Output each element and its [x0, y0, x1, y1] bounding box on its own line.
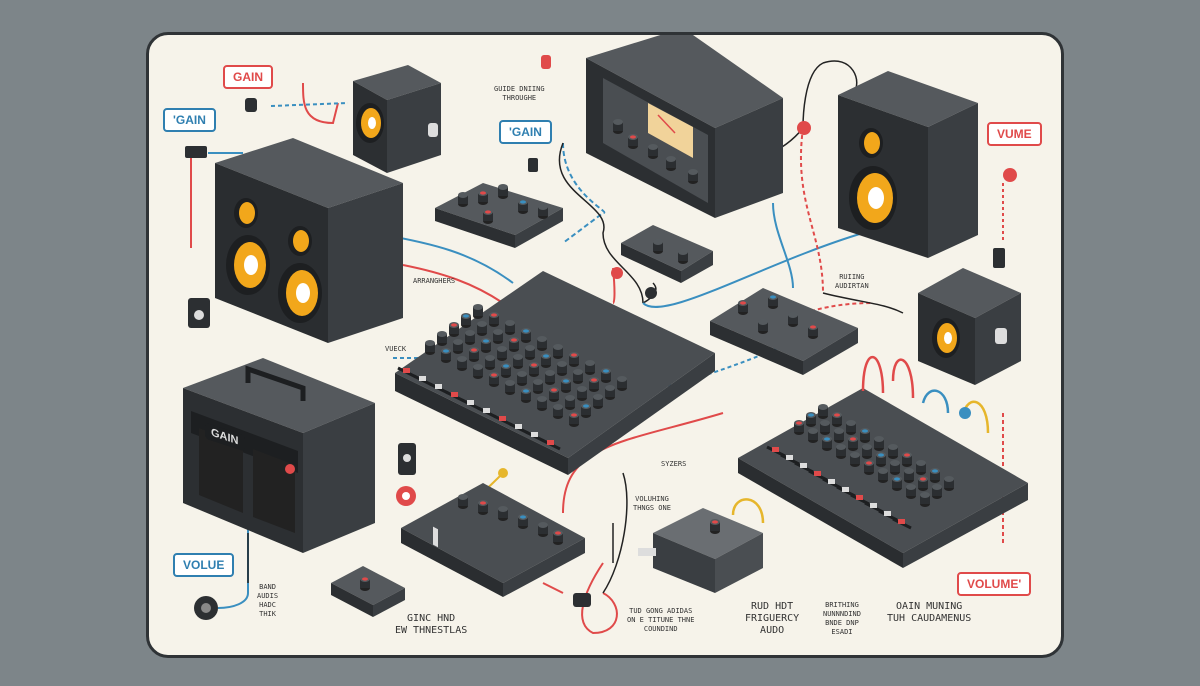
audio-setup-diagram: [183, 35, 1028, 635]
caption-brithing: BRITHING NUNNNDIND BNDE DNP ESADI: [823, 601, 861, 636]
cable-red-11: [542, 582, 564, 594]
caption-syzers: SYZERS: [661, 460, 687, 468]
pedalboard-icon: [401, 483, 585, 597]
caption-oain: OAIN MUNING TUH CAUDAMENUS: [887, 601, 972, 624]
cable-blue-1: [270, 102, 349, 107]
diagram-panel: GAIN 'GAIN 'GAIN VUME VOLUE VOLUME' GAIN…: [146, 32, 1064, 658]
caption-rud: RUD HDT FRIGUERCY AUDO: [745, 601, 800, 636]
connector-icons: [185, 55, 1017, 620]
caption-tud: TUD GONG ADIDAS ON E TITUNE THNE COUNDIN…: [627, 607, 695, 633]
volume-label-right: VOLUME': [957, 572, 1032, 596]
caption-ruiing: RUIING AUDIRTAN: [835, 273, 869, 290]
caption-band: BAND AUDIS HADC THIK: [257, 583, 279, 618]
cable-blue-8: [217, 523, 249, 609]
gain-label-left: 'GAIN: [163, 108, 216, 132]
mixer-main-icon: [395, 271, 715, 475]
mixer-right-icon: [738, 355, 1028, 568]
cable-red-10: [581, 562, 618, 635]
gain-label-top: GAIN: [223, 65, 273, 89]
cable-blue-7: [772, 202, 794, 289]
receiver-icon: [586, 35, 783, 218]
di-box-icon: [621, 225, 713, 283]
caption-vueck: VUECK: [385, 345, 407, 353]
pedal-small-icon: [331, 566, 405, 617]
cable-red-1: [302, 82, 339, 125]
amplifier-icon: [183, 358, 375, 553]
caption-ginc: GINC HND EW THNESTLAS: [395, 613, 468, 636]
speaker-large-right-icon: [838, 71, 978, 258]
gain-label-mid: 'GAIN: [499, 120, 552, 144]
cable-blue-5: [642, 232, 864, 308]
cable-black-4: [822, 60, 858, 94]
speaker-small-right-icon: [918, 268, 1021, 385]
pedal-center-icon: [638, 498, 765, 593]
speaker-small-top-icon: [353, 65, 441, 173]
cable-black-1: [558, 142, 644, 304]
volue-label: VOLUE: [173, 553, 235, 577]
controller-box-icon: [435, 183, 563, 248]
effect-unit-icon: [710, 288, 858, 375]
speaker-large-left-icon: [215, 138, 403, 343]
vume-label: VUME: [987, 122, 1042, 146]
cable-blue-4: [562, 142, 606, 244]
connector-icon: [797, 121, 811, 135]
caption-voluhing: VOLUHING THNGS ONE: [633, 495, 671, 512]
caption-arrangers: ARRANGHERS: [413, 277, 456, 285]
cable-black-7: [602, 472, 628, 594]
cable-red-7: [799, 127, 824, 294]
caption-guide: GUIDE DNIING THROUGHE: [494, 85, 545, 102]
cable-red-3: [402, 264, 504, 304]
connector-icon: [993, 248, 1005, 268]
cable-black-5: [822, 292, 904, 314]
